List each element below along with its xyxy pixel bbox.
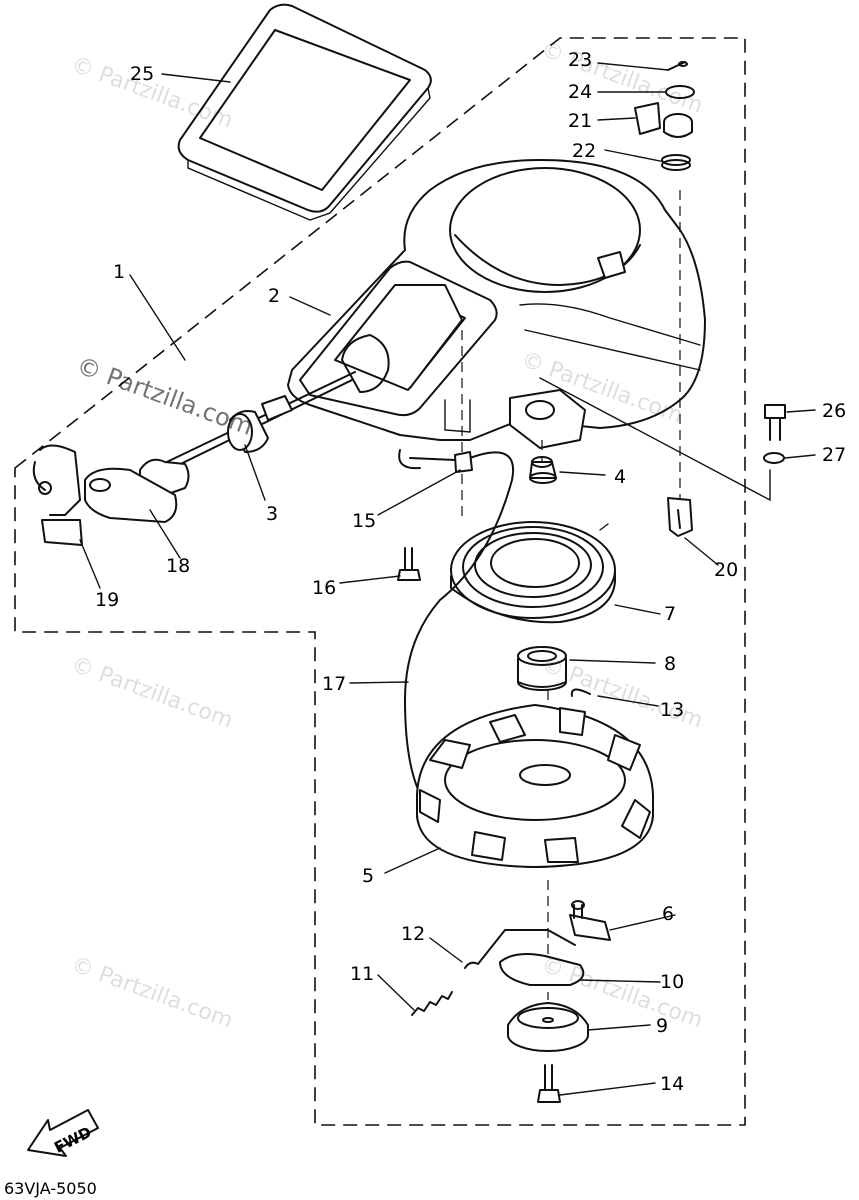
label-17: 17: [322, 673, 346, 695]
spring-part-11: [411, 991, 453, 1016]
rope-part-17: [404, 451, 515, 811]
tag-part-19: [41, 519, 83, 546]
circlip-part-13: [570, 688, 591, 697]
label-11: 11: [350, 963, 374, 985]
diagram-code: 63VJA-5050: [4, 1179, 97, 1198]
washer-part-24: [665, 85, 695, 99]
label-24: 24: [568, 81, 592, 103]
label-2: 2: [268, 285, 280, 307]
label-10: 10: [660, 971, 684, 993]
label-5: 5: [362, 865, 374, 887]
grommet-part-3: [227, 413, 253, 451]
watermark-prominent: © Partzilla.com: [73, 351, 257, 441]
svg-text:© Partzilla.com: © Partzilla.com: [68, 952, 236, 1034]
pulley-part-5: [416, 704, 654, 868]
leader-lines: [79, 62, 816, 1096]
assembly-boundary: [14, 37, 746, 1126]
label-18: 18: [166, 555, 190, 577]
label-1: 1: [113, 261, 125, 283]
label-19: 19: [95, 589, 119, 611]
washer-part-27: [763, 452, 785, 464]
label-12: 12: [401, 923, 425, 945]
cotter-pin-part-23: [667, 61, 688, 71]
label-20: 20: [714, 559, 738, 581]
label-25: 25: [130, 63, 154, 85]
label-9: 9: [656, 1015, 668, 1037]
pin-part-20: [667, 497, 693, 537]
spring-part-22: [661, 154, 691, 171]
bushing-part-8: [517, 646, 567, 691]
spiral-spring-part-7: [450, 521, 616, 624]
leader-line-1-boundary: [539, 377, 771, 502]
pawl-part-6: [569, 900, 611, 941]
label-21: 21: [568, 110, 592, 132]
cap-part-9: [507, 1002, 589, 1052]
handle-assembly: [32, 371, 356, 546]
label-15: 15: [352, 510, 376, 532]
grommet-part-15: [454, 451, 473, 473]
collar-part-4: [529, 456, 557, 484]
label-3: 3: [266, 503, 278, 525]
bracket-part-21: [634, 102, 693, 138]
bolt-part-26: [764, 404, 786, 441]
clip-part-12: [464, 929, 576, 969]
label-4: 4: [614, 466, 626, 488]
svg-text:© Partzilla.com: © Partzilla.com: [68, 652, 236, 734]
label-14: 14: [660, 1073, 684, 1095]
plate-part-10: [499, 953, 585, 986]
label-13: 13: [660, 699, 684, 721]
gasket-part-25: [177, 3, 432, 221]
label-22: 22: [572, 140, 596, 162]
fwd-arrow-icon: FWD: [27, 1109, 99, 1157]
bolt-part-14: [537, 1064, 561, 1103]
label-8: 8: [664, 653, 676, 675]
part-labels: 25 1 2 3 4 15 16 18 19 20 7 8 13 17 5 6 …: [95, 49, 846, 1095]
label-7: 7: [664, 603, 676, 625]
label-6: 6: [662, 903, 674, 925]
label-16: 16: [312, 577, 336, 599]
svg-text:© Partzilla.com: © Partzilla.com: [538, 37, 706, 119]
label-26: 26: [822, 400, 846, 422]
label-23: 23: [568, 49, 592, 71]
label-27: 27: [822, 444, 846, 466]
bolt-part-16: [397, 547, 421, 581]
starter-housing-part-1: [287, 159, 706, 449]
